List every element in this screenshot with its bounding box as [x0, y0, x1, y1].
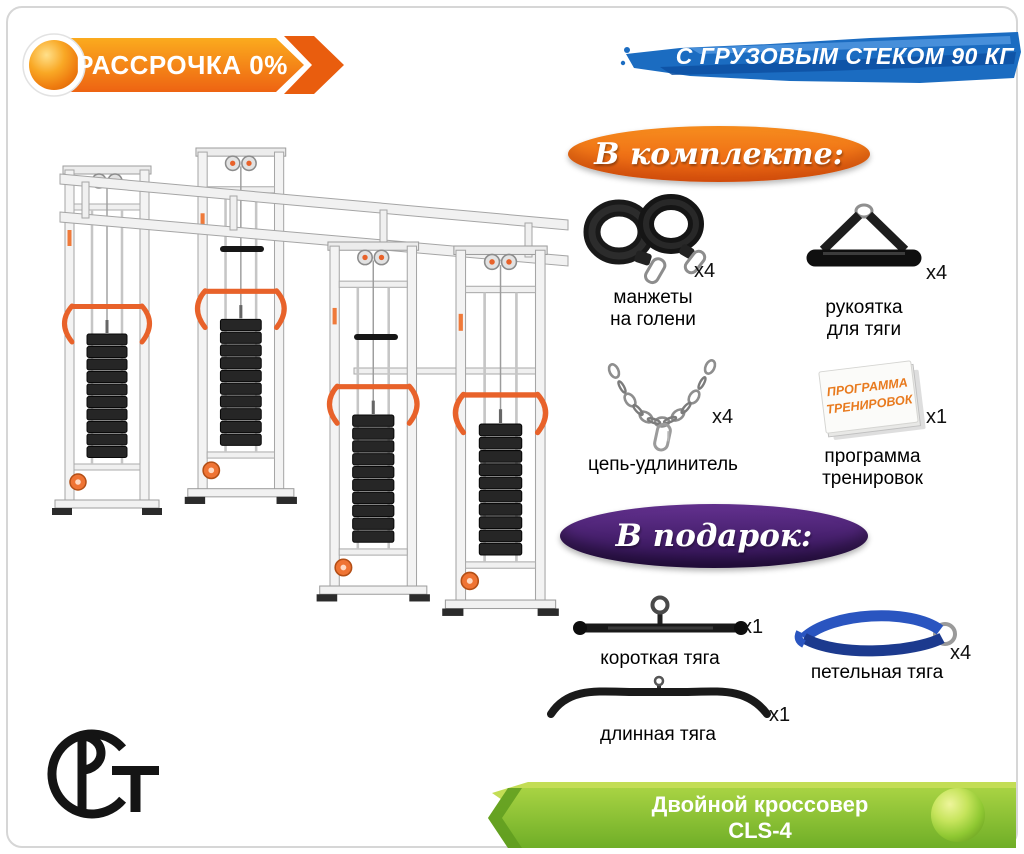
item-count: x1: [769, 704, 791, 726]
item-count: x4: [694, 260, 716, 282]
gift-item-loop-strap: x4 петельная тяга: [782, 598, 972, 684]
rst-certification-mark: РСТ: [47, 729, 159, 819]
item-count: x4: [712, 406, 734, 428]
product-name: Двойной кроссовер: [652, 792, 869, 817]
item-label: цепь-удлинитель: [588, 454, 738, 475]
brush-splatter: [624, 47, 630, 53]
brush-streak-dark: [660, 52, 1016, 75]
installment-label: РАССРОЧКА 0%: [76, 50, 288, 80]
loop-strap-icon: [794, 610, 957, 657]
ribbon-body: [54, 38, 304, 92]
included-badge: В комплекте:: [568, 126, 870, 182]
included-title: В комплекте:: [594, 136, 844, 172]
item-label: манжеты на голени: [610, 287, 696, 331]
item-label: программа тренировок: [822, 446, 923, 490]
item-count: x1: [926, 406, 948, 428]
kit-item-ankle-cuffs: x4 манжеты на голени: [578, 190, 728, 332]
chain-icon: [607, 359, 716, 452]
product-banner: Двойной кроссовер CLS-4: [488, 782, 1016, 848]
gift-item-short-bar: x1 короткая тяга: [560, 588, 764, 670]
training-program-icon: ПРОГРАММА ТРЕНИРОВОК: [818, 360, 926, 440]
weight-stack-banner: С ГРУЗОВЫМ СТЕКОМ 90 КГ: [620, 32, 1021, 83]
ribbon-chevron-icon: [284, 36, 344, 94]
brush-streak-light: [690, 36, 1011, 54]
long-bar-icon: [546, 675, 771, 718]
pull-handle-icon: [806, 203, 922, 267]
lime-ball-icon: [931, 788, 985, 842]
banner-body: [488, 788, 1016, 848]
ankle-cuffs-icon: [583, 194, 707, 285]
kit-item-training-program: ПРОГРАММА ТРЕНИРОВОК x1 программа тренир…: [790, 352, 955, 491]
gift-item-long-bar: x1 длинная тяга: [533, 672, 790, 746]
orange-ball-icon: [29, 40, 79, 90]
installment-ribbon: РАССРОЧКА 0%: [22, 33, 344, 97]
banner-chevron-icon: [488, 788, 522, 848]
product-model: CLS-4: [728, 818, 792, 843]
item-label: длинная тяга: [600, 724, 716, 745]
kit-item-chain-extender: x4 цепь-удлинитель: [578, 352, 748, 476]
item-count: x1: [742, 616, 764, 638]
item-label: петельная тяга: [810, 662, 944, 683]
short-bar-icon: [572, 595, 748, 635]
item-label: рукоятка для тяги: [825, 297, 903, 341]
kit-item-pull-handle: x4 рукоятка для тяги: [780, 200, 948, 342]
gift-title: В подарок:: [615, 518, 813, 554]
item-label: короткая тяга: [600, 648, 720, 669]
item-count: x4: [926, 262, 948, 284]
gift-badge: В подарок:: [560, 504, 868, 568]
stack-label: С ГРУЗОВЫМ СТЕКОМ 90 КГ: [676, 43, 1015, 69]
item-count: x4: [950, 642, 972, 664]
machine-illustration: [24, 118, 569, 684]
brush-splatter: [620, 60, 626, 66]
